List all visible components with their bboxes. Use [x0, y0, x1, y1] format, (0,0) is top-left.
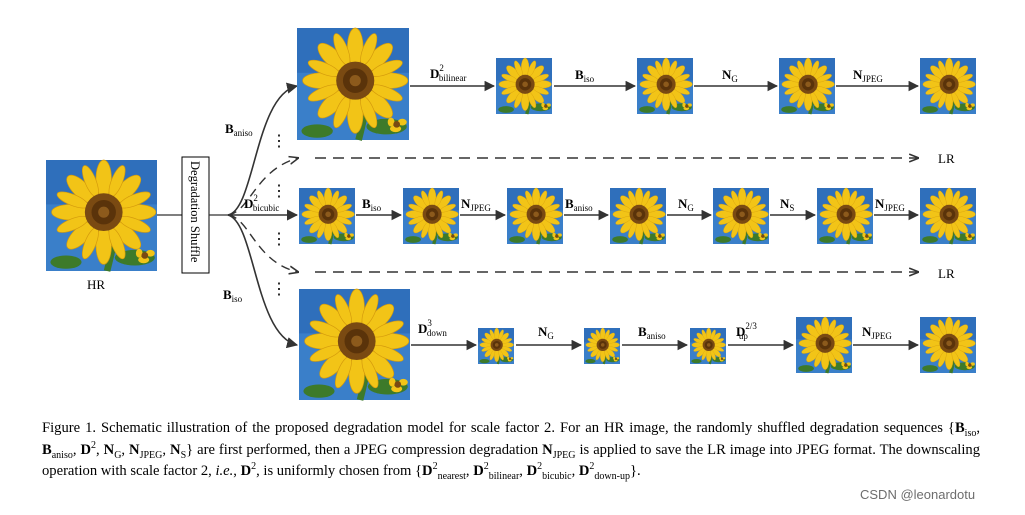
row3-image-5 [918, 315, 978, 375]
row3-n-jpeg-label: NJPEG [862, 324, 892, 341]
figure-caption: Figure 1. Schematic illustration of the … [42, 420, 981, 482]
dots-4: ⋮ [271, 281, 287, 298]
row2-image-1 [401, 186, 461, 246]
branch-upper-dashed-arrow [227, 158, 298, 216]
dots-1: ⋮ [271, 133, 287, 150]
row2-image-0 [297, 186, 357, 246]
row1-n-g-label: NG [722, 67, 738, 84]
branch-top-arrow [227, 82, 299, 216]
branch-bottom-arrow [227, 214, 299, 349]
b-aniso-branch-label: Baniso [225, 121, 253, 138]
row2-image-6 [918, 186, 978, 246]
branch-lower-dashed-arrow [227, 214, 298, 272]
b-iso-branch-label: Biso [223, 287, 243, 304]
row3-image-2 [582, 326, 622, 366]
row1-image-3 [777, 56, 837, 116]
row2-n-g-label: NG [678, 196, 694, 213]
row2-image-3 [608, 186, 668, 246]
row3-n-g-label: NG [538, 324, 554, 341]
row3-b-aniso-label: Baniso [638, 324, 666, 341]
row2-n-s-label: NS [780, 196, 794, 213]
row3-image-1 [476, 326, 516, 366]
row1-n-jpeg-label: NJPEG [853, 67, 883, 84]
row2-b-iso-label: Biso [362, 196, 382, 213]
lr-label-2: LR [938, 266, 955, 281]
lr-label-1: LR [938, 151, 955, 166]
row2-image-5 [815, 186, 875, 246]
row3-image-0 [299, 289, 410, 400]
row1-image-1 [494, 56, 554, 116]
row2-n-jpeg-label-2: NJPEG [875, 196, 905, 213]
row2-b-aniso-label: Baniso [565, 196, 593, 213]
dots-2: ⋮ [271, 183, 287, 200]
row1-image-4 [918, 56, 978, 116]
row3-image-3 [688, 326, 728, 366]
row2-image-4 [711, 186, 771, 246]
row2-image-2 [505, 186, 565, 246]
dots-3: ⋮ [271, 231, 287, 248]
row1-image-2 [635, 56, 695, 116]
shuffle-label: Degradation Shuffle [188, 161, 202, 263]
row2-n-jpeg-label: NJPEG [461, 196, 491, 213]
hr-label: HR [87, 277, 105, 292]
row1-b-iso-label: Biso [575, 67, 595, 84]
row3-image-4 [794, 315, 854, 375]
hr-image [46, 160, 157, 271]
row1-image-0 [297, 28, 409, 140]
csdn-watermark: CSDN @leonardotu [860, 487, 976, 502]
